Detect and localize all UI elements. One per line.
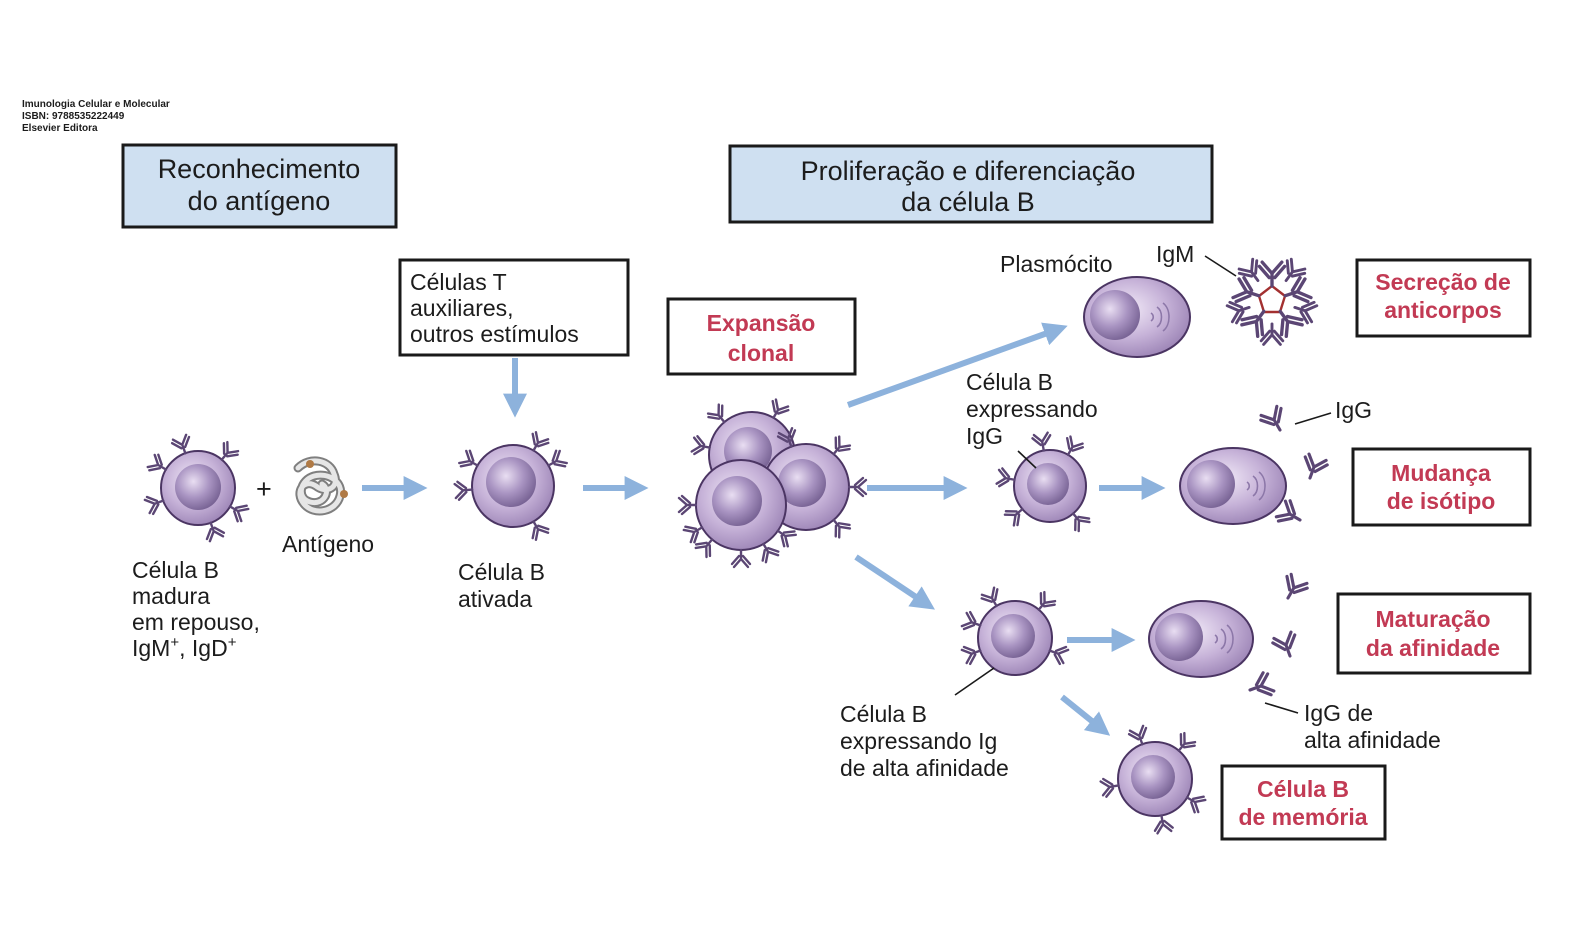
b-cell-icon (142, 432, 251, 544)
resting-b-line-2: madura (132, 583, 210, 609)
label-igg-high-affinity: IgG de alta afinidade (1304, 700, 1441, 753)
outcome-maturation-line-2: da afinidade (1366, 635, 1500, 661)
helper-t-box: Células T auxiliares, outros estímulos (398, 258, 630, 357)
high-aff-b-line-2: expressando Ig (840, 728, 997, 754)
antibody-icon (1244, 571, 1311, 703)
header-recognition: Reconhecimento do antígeno (121, 143, 398, 229)
outcome-switch-line-2: de isótipo (1387, 488, 1496, 514)
outcome-secretion-line-2: anticorpos (1384, 297, 1502, 323)
activated-b-line-1: Célula B (458, 559, 545, 585)
plasma-cell-icon (1179, 447, 1287, 525)
activated-b-line-2: ativada (458, 586, 532, 612)
credit-line-1: Imunologia Celular e Molecular (22, 99, 170, 110)
b-cell-icon (959, 585, 1071, 676)
b-cell-icon (1099, 723, 1208, 835)
plasma-cell-icon (1148, 600, 1254, 678)
header-proliferation-line-2: da célula B (901, 187, 1035, 217)
resting-b-igm: IgM (132, 635, 170, 661)
outcome-memory-line-2: de memória (1238, 804, 1367, 830)
outcome-maturation-line-1: Maturação (1375, 606, 1490, 632)
label-activated-b-cell: Célula B ativada (458, 559, 545, 612)
igg-high-line-2: alta afinidade (1304, 727, 1441, 753)
clonal-line-1: Expansão (707, 310, 816, 336)
resting-b-sup-2: + (228, 634, 237, 651)
label-igg-b-cell: Célula B expressando IgG (966, 369, 1098, 449)
high-aff-b-line-1: Célula B (840, 701, 927, 727)
igg-high-line-1: IgG de (1304, 700, 1373, 726)
igg-b-line-2: expressando (966, 396, 1098, 422)
arrow-icon (1060, 694, 1111, 736)
label-igm: IgM (1156, 241, 1194, 267)
credit-line-3: Elsevier Editora (22, 123, 98, 134)
resting-b-igd: , IgD (179, 635, 228, 661)
outcome-switch-box: Mudança de isótipo (1351, 447, 1532, 527)
label-high-affinity-b-cell: Célula B expressando Ig de alta afinidad… (840, 701, 1009, 781)
antigen-icon (293, 456, 348, 516)
outcome-switch-line-1: Mudança (1391, 460, 1491, 486)
clonal-cluster-icon (677, 397, 868, 569)
b-cell-icon (995, 431, 1093, 534)
helper-t-line-3: outros estímulos (410, 321, 579, 347)
label-antigen: Antígeno (282, 531, 374, 557)
outcome-secretion-box: Secreção de anticorpos (1355, 258, 1532, 338)
arrows (362, 322, 1166, 736)
resting-b-line-1: Célula B (132, 557, 219, 583)
plasma-cell-icon (1083, 276, 1191, 358)
credit-line-2: ISBN: 9788535222449 (22, 111, 125, 122)
igg-b-line-3: IgG (966, 423, 1003, 449)
label-plasmocyte: Plasmócito (1000, 251, 1112, 277)
resting-b-sup-1: + (170, 634, 179, 651)
label-resting-b-cell: Célula B madura em repouso, IgM+, IgD+ (132, 557, 260, 661)
label-igg: IgG (1335, 397, 1372, 423)
outcome-secretion-line-1: Secreção de (1375, 269, 1511, 295)
igg-b-line-1: Célula B (966, 369, 1053, 395)
clonal-expansion-box: Expansão clonal (666, 297, 857, 376)
header-recognition-line-1: Reconhecimento (158, 154, 361, 184)
b-cell-icon (453, 430, 569, 542)
header-proliferation-line-1: Proliferação e diferenciação (801, 156, 1136, 186)
arrow-icon (846, 322, 1068, 408)
helper-t-line-2: auxiliares, (410, 295, 514, 321)
igm-pentamer-icon (1224, 256, 1320, 346)
resting-b-line-3: em repouso, (132, 609, 260, 635)
svg-text:+: + (256, 474, 272, 504)
outcome-maturation-box: Maturação da afinidade (1336, 592, 1532, 675)
leader-lines (954, 255, 1332, 714)
header-recognition-line-2: do antígeno (188, 186, 331, 216)
svg-text:IgM+, IgD+: IgM+, IgD+ (132, 634, 237, 661)
helper-t-line-1: Células T (410, 269, 507, 295)
header-proliferation: Proliferação e diferenciação da célula B (728, 144, 1214, 224)
clonal-line-2: clonal (728, 340, 794, 366)
high-aff-b-line-3: de alta afinidade (840, 755, 1009, 781)
arrow-icon (854, 554, 935, 610)
outcome-memory-box: Célula B de memória (1220, 764, 1387, 841)
credit-text: Imunologia Celular e Molecular ISBN: 978… (22, 99, 170, 134)
outcome-memory-line-1: Célula B (1257, 776, 1349, 802)
